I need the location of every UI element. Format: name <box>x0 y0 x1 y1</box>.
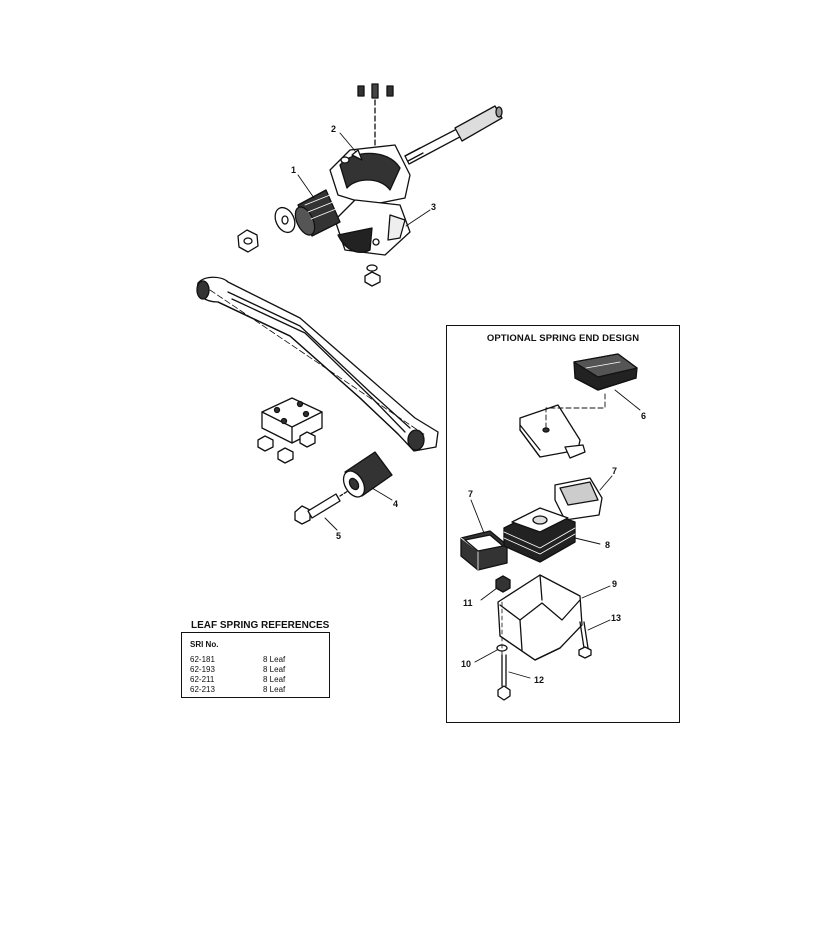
rubber-pad-right-part <box>554 475 613 521</box>
references-table: SRI No. 62-181 8 Leaf 62-193 8 Leaf 62-2… <box>181 632 330 698</box>
leaf-count: 8 Leaf <box>263 685 286 694</box>
callout-1: 1 <box>291 165 297 175</box>
left-nut-part <box>237 229 259 253</box>
end-bushing-part <box>342 451 393 498</box>
table-row: 62-211 8 Leaf <box>190 675 320 685</box>
washer-part <box>274 206 296 234</box>
table-row: 62-213 8 Leaf <box>190 685 320 695</box>
nut-11-part <box>480 575 511 601</box>
callout-7-right: 7 <box>612 466 618 476</box>
callout-2: 2 <box>331 124 337 134</box>
sri-number: 62-211 <box>190 675 215 684</box>
bolt-12-part <box>497 599 531 701</box>
optional-spring-end-panel: OPTIONAL SPRING END DESIGN <box>446 325 680 723</box>
sri-number: 62-193 <box>190 665 215 674</box>
leaf-end-part <box>519 391 606 459</box>
callout-4: 4 <box>393 499 399 509</box>
callout-5: 5 <box>336 531 342 541</box>
optional-panel-title: OPTIONAL SPRING END DESIGN <box>486 333 640 344</box>
rubber-pad-left-part <box>460 499 508 571</box>
leaf-count: 8 Leaf <box>263 655 286 664</box>
bushing-part <box>294 189 341 237</box>
bracket-part <box>497 574 611 661</box>
bolt-13-part <box>578 619 611 659</box>
leaf-spring-part <box>196 276 439 452</box>
sri-number: 62-213 <box>190 685 215 694</box>
table-row: 62-193 8 Leaf <box>190 665 320 675</box>
references-header: SRI No. <box>190 640 219 649</box>
end-cap-part <box>573 353 641 411</box>
callout-6: 6 <box>641 411 647 421</box>
shackle-pin-part <box>404 105 503 165</box>
bolt-part <box>294 490 349 525</box>
leader-lines <box>297 132 431 531</box>
sri-number: 62-181 <box>190 655 215 664</box>
spring-seat-part <box>503 507 601 563</box>
hanger-upper-part <box>329 144 411 206</box>
callout-9: 9 <box>612 579 618 589</box>
callout-11: 11 <box>463 598 473 608</box>
table-row: 62-181 8 Leaf <box>190 655 320 665</box>
lower-nut-part <box>364 264 381 287</box>
callout-3: 3 <box>431 202 437 212</box>
clamp-nuts-part <box>257 431 316 464</box>
references-title: LEAF SPRING REFERENCES <box>191 620 330 631</box>
callout-12: 12 <box>534 675 545 685</box>
leaf-count: 8 Leaf <box>263 665 286 674</box>
callout-8: 8 <box>605 540 611 550</box>
leaf-count: 8 Leaf <box>263 675 286 684</box>
callout-13: 13 <box>611 613 622 623</box>
hanger-lower-part <box>334 199 411 256</box>
callout-10: 10 <box>461 659 472 669</box>
callout-7-left: 7 <box>468 489 474 499</box>
